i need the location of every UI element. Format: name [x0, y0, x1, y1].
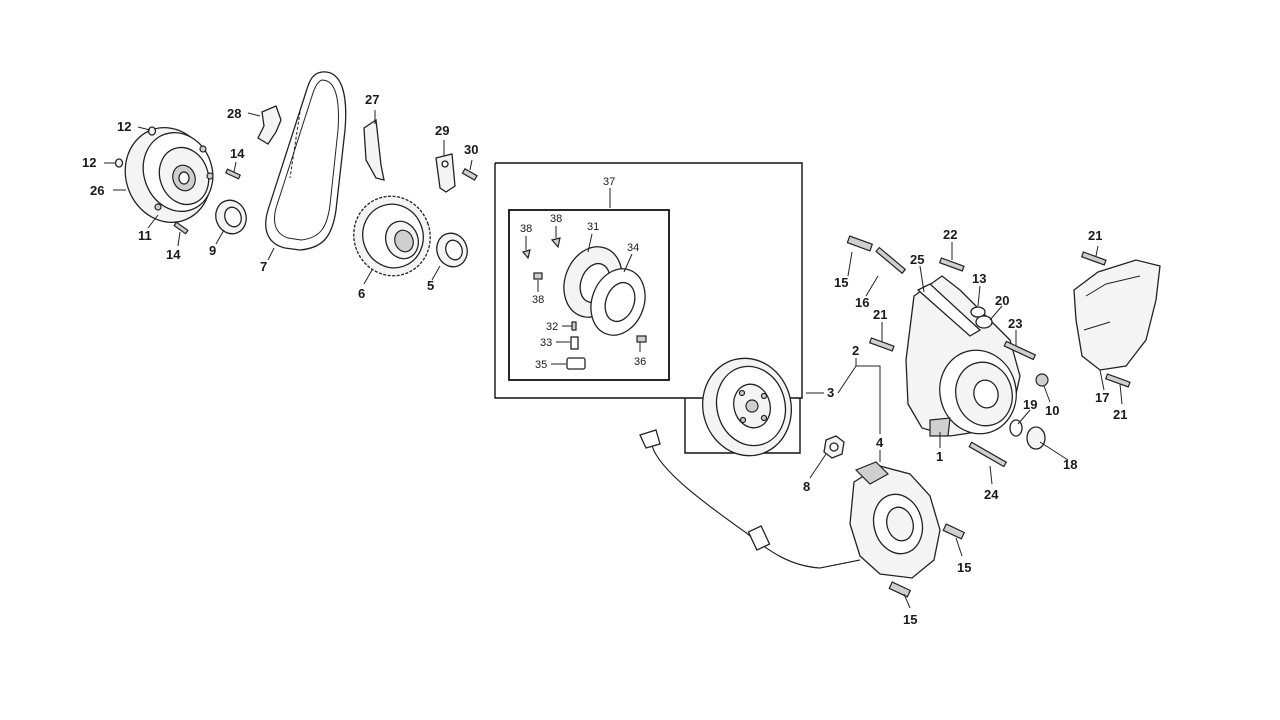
callout-5: 5	[427, 278, 434, 293]
callout-17: 17	[1095, 390, 1109, 405]
seal-9	[215, 199, 247, 235]
callout-36: 36	[634, 356, 646, 368]
callout-26: 26	[90, 183, 104, 198]
inset-frame-outer	[494, 162, 803, 454]
callout-34: 34	[627, 242, 639, 254]
callout-21a: 21	[873, 307, 887, 322]
callout-30: 30	[464, 142, 478, 157]
cap-18	[1026, 426, 1046, 450]
callout-24: 24	[984, 487, 999, 502]
flywheel-3	[701, 357, 793, 457]
callout-25: 25	[910, 252, 924, 267]
block-35	[566, 357, 586, 370]
callout-38a: 38	[520, 223, 532, 235]
oring-19	[1009, 419, 1023, 437]
leader-lines	[104, 110, 1123, 609]
callout-38b: 38	[550, 213, 562, 225]
bolt-14b	[173, 221, 189, 235]
clip-36	[636, 335, 647, 343]
callout-33: 33	[540, 337, 552, 349]
pin-32	[571, 321, 577, 331]
callout-6: 6	[358, 286, 365, 301]
wiring-harness	[639, 429, 861, 569]
clip-38a	[521, 249, 531, 260]
callout-12a: 12	[117, 119, 131, 134]
gasket-25	[916, 283, 982, 337]
callout-28: 28	[227, 106, 241, 121]
callout-2: 2	[852, 343, 859, 358]
callout-14b: 14	[166, 247, 181, 262]
callout-13: 13	[972, 271, 986, 286]
clip-38c	[533, 272, 543, 280]
callout-18: 18	[1063, 457, 1077, 472]
callout-10: 10	[1045, 403, 1059, 418]
clutch-pulley	[124, 127, 214, 223]
bolt-21a	[868, 337, 895, 352]
callout-7: 7	[260, 259, 267, 274]
bracket-27	[363, 118, 385, 181]
callout-15c: 15	[903, 612, 917, 627]
callout-16: 16	[855, 295, 869, 310]
callout-4: 4	[876, 435, 884, 450]
callout-32: 32	[546, 321, 558, 333]
callout-29: 29	[435, 123, 449, 138]
gasket-34	[590, 268, 646, 336]
plug-10	[1035, 373, 1049, 387]
callout-38c: 38	[532, 294, 544, 306]
clip-38b	[550, 237, 561, 249]
callout-21c: 21	[1113, 407, 1127, 422]
callout-23: 23	[1008, 316, 1022, 331]
outer-cover-17	[1073, 259, 1161, 371]
callout-9: 9	[209, 243, 216, 258]
bolt-15a	[846, 235, 874, 252]
stator-4	[849, 461, 941, 579]
drive-belt	[265, 71, 347, 251]
washer-12a	[147, 126, 157, 136]
bearing-5	[436, 232, 468, 268]
callout-37: 37	[603, 176, 615, 188]
callout-27: 27	[365, 92, 379, 107]
callout-19: 19	[1023, 397, 1037, 412]
bolt-21c	[1104, 373, 1131, 388]
callout-14a: 14	[230, 146, 245, 161]
pin-33	[570, 336, 579, 350]
side-cover-1	[905, 275, 1021, 437]
bolt-15b	[942, 523, 966, 540]
callout-11: 11	[138, 228, 152, 243]
bracket-28	[257, 105, 282, 145]
callout-31: 31	[587, 221, 599, 233]
bolt-21b	[1080, 251, 1107, 266]
callout-20: 20	[995, 293, 1009, 308]
callout-21b: 21	[1088, 228, 1102, 243]
washer-13	[970, 306, 986, 318]
callout-12b: 12	[82, 155, 96, 170]
callout-22: 22	[943, 227, 957, 242]
bolt-24	[968, 441, 1008, 468]
bolt-30	[461, 167, 478, 181]
callout-35: 35	[535, 359, 547, 371]
bolt-23	[1003, 340, 1037, 361]
callout-labels: 12 12 26 11 14 14 9 28 7 27 29 30 6 5 37…	[82, 92, 1127, 627]
callout-1: 1	[936, 449, 943, 464]
washer-20	[975, 315, 993, 329]
bolt-22	[938, 257, 965, 272]
callout-8: 8	[803, 479, 810, 494]
washer-12b	[114, 158, 124, 168]
callout-15b: 15	[957, 560, 971, 575]
bolt-14a	[225, 168, 241, 180]
bolt-15c	[888, 581, 912, 598]
callout-15a: 15	[834, 275, 848, 290]
sprocket-6	[353, 195, 431, 277]
bolt-16	[875, 246, 907, 275]
plate-29	[435, 153, 456, 193]
nut-8	[823, 435, 845, 459]
callout-3: 3	[827, 385, 834, 400]
